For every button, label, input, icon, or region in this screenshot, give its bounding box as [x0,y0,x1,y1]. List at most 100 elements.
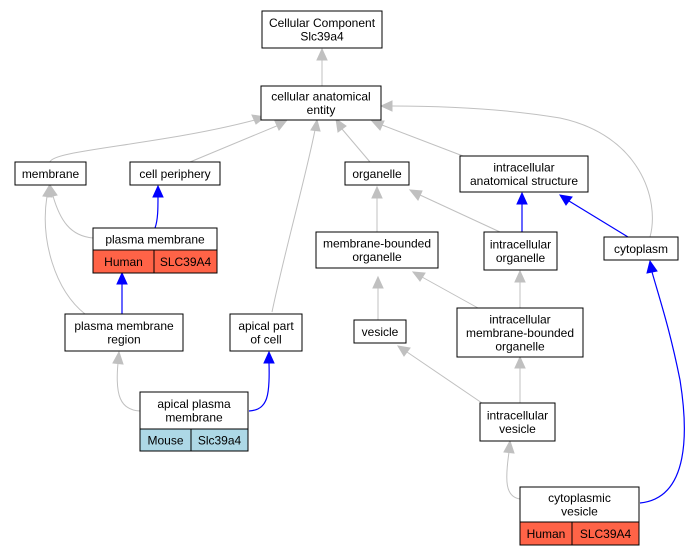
edge-ias-cae [381,124,464,157]
node-box [519,486,640,523]
node-box [315,231,439,269]
edge-cytoplasm-cae [391,105,653,238]
gene-cell [190,428,249,452]
node-label-line: cytoplasm [614,242,668,256]
arrowhead [371,185,383,199]
node-label-line: anatomical structure [470,174,578,188]
node-label-line: intracellular [489,312,550,326]
gene-label: SLC39A4 [580,527,632,541]
arrowhead [397,345,411,357]
arrowhead [42,184,53,198]
arrowhead [310,118,321,132]
gene-cell [153,249,218,274]
arrowhead [514,269,526,283]
arrowhead [372,275,384,289]
arrowhead [503,439,515,454]
arrowhead [335,117,347,133]
arrowhead [408,189,423,201]
node-label-line: vesicle [561,505,598,519]
node-box [479,402,556,442]
node-membrane[interactable]: membrane [14,161,87,186]
arrowhead [274,119,289,131]
arrowhead [112,350,124,365]
node-box [353,319,407,344]
node-label-line: entity [307,103,336,117]
edge-apicalpart-cae [271,129,316,313]
node-cell-periphery[interactable]: cell periphery [129,161,221,186]
node-label-line: intracellular [493,161,554,175]
node-label-line: of cell [250,333,281,347]
node-label-line: organelle [352,250,402,264]
node-cytoplasm[interactable]: cytoplasm [603,236,679,261]
gene-label: Slc39a4 [198,433,242,447]
node-label-line: apical part [238,319,294,333]
edge-membrane-cae [49,119,256,163]
node-label-line: intracellular [487,409,548,423]
node-label-line: intracellular [490,238,551,252]
annotation-cytoplasmic-vesicle: Human SLC39A4 [519,521,640,546]
node-label-line: Slc39a4 [300,30,344,44]
node-vesicle[interactable]: vesicle [353,319,407,344]
species-label: Human [527,527,566,541]
node-plasma-membrane[interactable]: plasma membrane [92,227,218,251]
node-box [456,307,584,358]
edge-intraorg-organelle [419,194,501,233]
edge-plasmamembrane-membrane [52,195,94,239]
node-box [139,391,249,430]
arrowhead [370,120,385,131]
gene-cell [571,521,640,546]
node-box [14,161,87,186]
edge-imbo-mbo [421,276,479,309]
node-box [261,10,383,49]
arrowhead [411,271,426,282]
edge-plasmamembrane-cellperiphery [154,195,159,229]
node-label-line: region [107,333,140,347]
node-label-line: membrane-bounded [466,326,574,340]
node-box [483,231,558,271]
node-box [64,313,184,352]
node-label-line: apical plasma [157,397,231,411]
node-label-line: organelle [496,251,546,265]
arrowhead [263,350,275,364]
arrowhead [316,47,328,61]
edge-cytoplasm-ias [568,200,629,238]
edge-pmr-membrane [44,195,86,315]
arrowhead [116,271,128,285]
node-label-line: membrane-bounded [323,237,431,251]
node-label-line: vesicle [362,325,399,339]
node-label-line: organelle [495,339,545,353]
edge-cellperiphery-cae [189,124,280,163]
arrowhead [516,191,528,205]
node-organelle[interactable]: organelle [344,161,410,186]
arrowhead [379,100,393,112]
node-box [229,313,303,352]
gene-label: SLC39A4 [160,255,212,269]
node-label-line: cell periphery [139,167,210,181]
node-label-line: cytoplasmic [548,491,611,505]
arrowhead [514,355,526,369]
node-label-line: membrane [165,411,223,425]
node-box [129,161,221,186]
node-label-line: cellular anatomical [271,90,370,104]
edge-organelle-cae [341,128,371,163]
edge-apm-pmr [116,362,141,412]
node-box [603,236,679,261]
node-label-line: plasma membrane [105,232,205,246]
arrowhead [646,259,658,274]
edge-intraves-vesicle [406,351,483,404]
node-label-line: plasma membrane [74,319,174,333]
